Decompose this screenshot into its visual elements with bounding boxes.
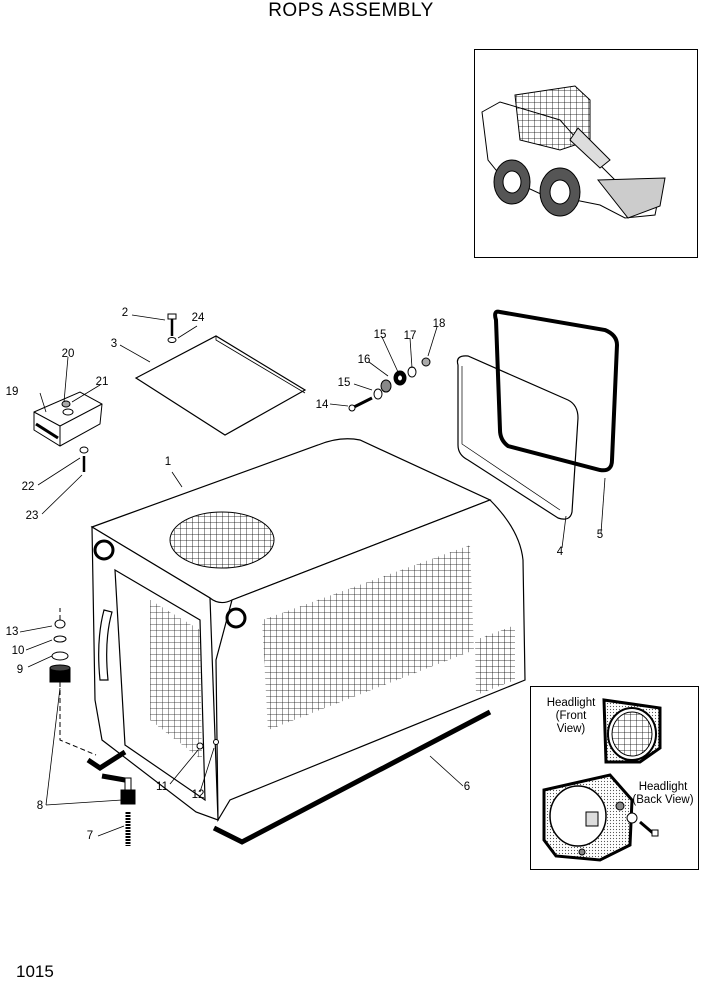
callout-10: 10 [11,645,25,657]
window-seal [493,309,620,473]
headlight-back-line1: Headlight [638,781,688,793]
callout-15-lower: 15 [337,377,351,389]
callout-12: 12 [191,789,205,801]
callout-24: 24 [191,312,205,324]
callout-16: 16 [357,354,371,366]
callout-2: 2 [121,307,129,319]
callout-18: 18 [432,318,446,330]
leader-lines [19,314,606,837]
callout-23: 23 [25,510,39,522]
callout-6: 6 [463,781,471,793]
callout-4: 4 [556,546,564,558]
callout-8: 8 [36,800,44,812]
side-panel-slots [150,545,515,760]
headlight-back-line2: (Back View) [632,794,694,806]
window-fasteners [348,357,431,412]
headlight-back-view [542,773,659,862]
isolator-mount [49,608,219,846]
page-title: ROPS ASSEMBLY [268,0,434,21]
headlight-front-line2: (Front [555,710,587,722]
headlight-back-label: Headlight (Back View) [628,781,698,807]
callout-13: 13 [5,626,19,638]
roof-vent-grid [169,511,275,569]
window-glass [456,355,579,520]
callout-17: 17 [403,330,417,342]
callout-3: 3 [110,338,118,350]
callout-21: 21 [95,376,109,388]
callout-9: 9 [16,664,24,676]
callout-14: 14 [315,399,329,411]
page-number: 1015 [16,962,54,981]
callout-7: 7 [86,830,94,842]
headlight-front-view [602,698,662,764]
callout-22: 22 [21,481,35,493]
callout-20: 20 [61,348,75,360]
callout-15-upper: 15 [373,329,387,341]
seal-strip-bottom [212,709,492,845]
tube-end-right [225,607,247,629]
headlight-front-label: Headlight (Front View) [538,697,604,736]
tube-end-left [93,539,115,561]
cover-plate [134,335,307,436]
mount-bracket [33,391,103,472]
seal-strip-left [86,749,127,783]
callout-1: 1 [164,456,172,468]
callout-5: 5 [596,529,604,541]
callout-11: 11 [156,781,168,793]
cover-bolt [167,313,177,343]
headlight-front-line3: View) [556,723,586,735]
skid-steer-loader-illustration [481,85,666,219]
callout-19: 19 [5,386,19,398]
headlight-front-line1: Headlight [546,697,596,709]
